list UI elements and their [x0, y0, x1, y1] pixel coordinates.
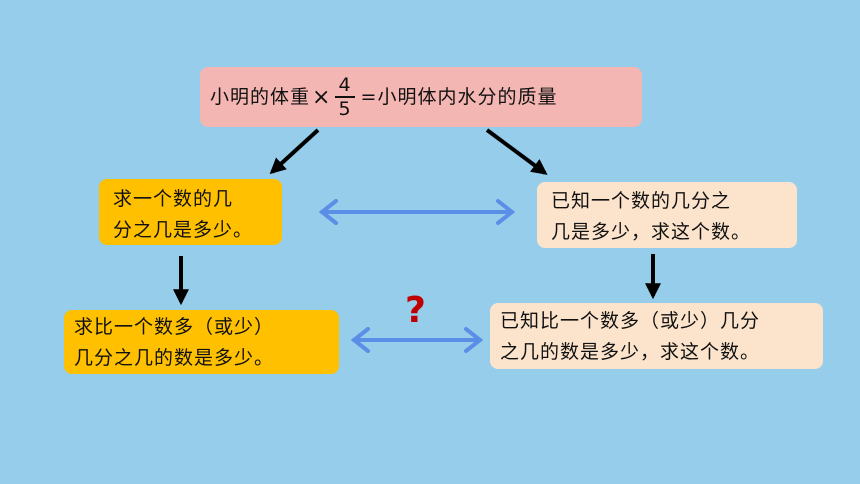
arrow-top-to-right: [485, 128, 548, 175]
find-number-box: 已知一个数的几分之 几是多少，求这个数。: [537, 182, 797, 248]
double-arrow-top: [318, 199, 516, 225]
more-or-less-fraction-box: 求比一个数多（或少） 几分之几的数是多少。: [64, 310, 339, 374]
fraction: 4 5: [335, 76, 355, 120]
formula-box: 小明的体重 × 4 5 =小明体内水分的质量: [200, 67, 642, 127]
box-line: 求比一个数多（或少）: [74, 316, 275, 338]
formula-right-text: =小明体内水分的质量: [360, 85, 558, 108]
box-line: 几是多少，求这个数。: [551, 221, 752, 243]
double-arrow-bottom: [350, 327, 484, 353]
times-sign: ×: [312, 84, 332, 110]
box-line: 已知一个数的几分之: [551, 190, 732, 212]
fraction-numerator: 4: [335, 76, 355, 98]
fraction-of-number-box: 求一个数的几 分之几是多少。: [99, 179, 282, 245]
formula-left-text: 小明的体重: [210, 85, 311, 108]
box-line: 几分之几的数是多少。: [74, 347, 275, 369]
arrow-top-to-left: [269, 128, 320, 175]
find-number-more-or-less-box: 已知比一个数多（或少）几分 之几的数是多少，求这个数。: [490, 303, 823, 369]
box-line: 分之几是多少。: [113, 219, 254, 241]
box-line: 之几的数是多少，求这个数。: [500, 341, 761, 363]
fraction-denominator: 5: [338, 98, 352, 120]
box-line: 求一个数的几: [113, 188, 234, 210]
box-line: 已知比一个数多（或少）几分: [500, 310, 761, 332]
question-mark: ?: [405, 290, 426, 331]
